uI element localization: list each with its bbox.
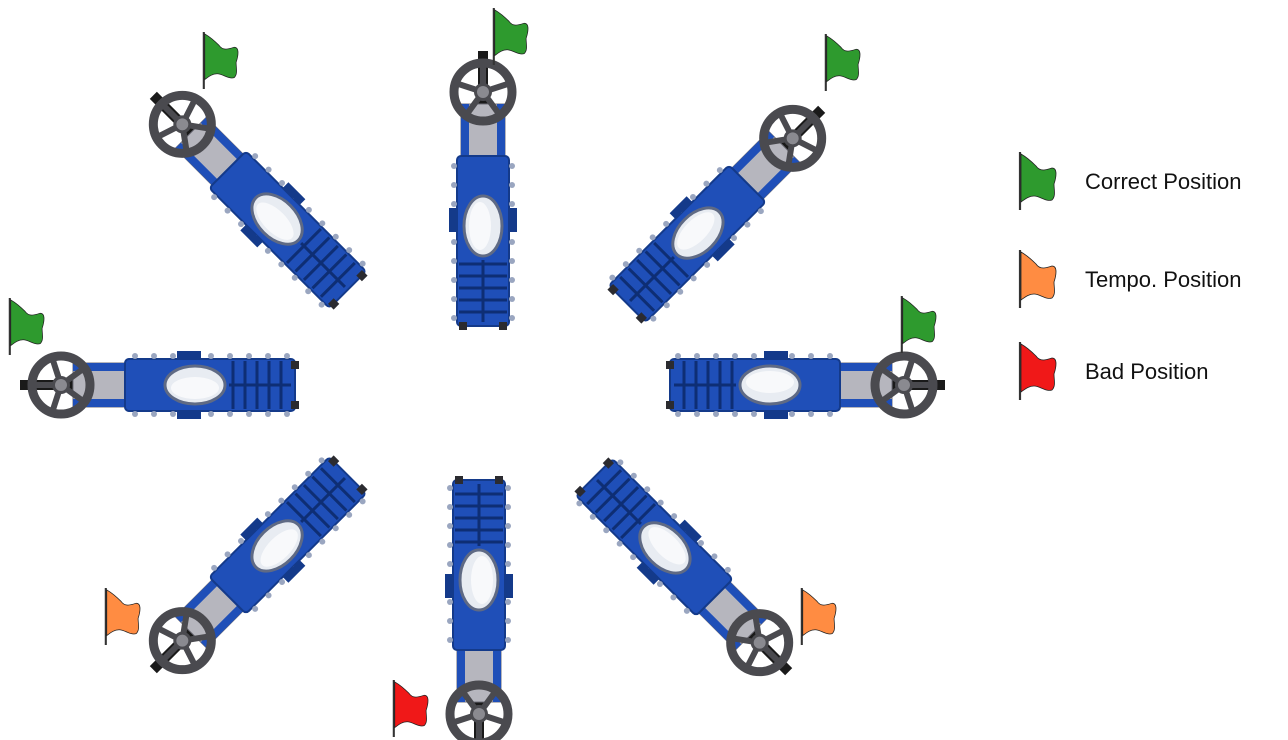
legend-label-correct: Correct Position: [1085, 169, 1242, 195]
legend-item-bad: Bad Position: [1010, 340, 1288, 400]
green-flag-icon: [826, 34, 860, 91]
knife-gate-valve-stem-up-right: [600, 85, 845, 330]
red-flag-icon-shape: [1020, 342, 1056, 400]
legend-label-tempo: Tempo. Position: [1085, 267, 1242, 293]
red-flag-icon: [1010, 340, 1066, 400]
knife-gate-valve-stem-up: [449, 51, 517, 330]
green-flag-icon: [10, 298, 44, 355]
red-flag-icon: [394, 680, 428, 737]
green-flag-icon: [494, 8, 528, 65]
knife-gate-valve-stem-down-right: [567, 450, 812, 695]
orange-flag-icon-shape: [1020, 250, 1056, 308]
knife-gate-valve-stem-up-left: [129, 71, 374, 316]
green-flag-icon: [204, 32, 238, 89]
knife-gate-valve-stem-right: [666, 351, 945, 419]
green-flag-icon-shape: [1020, 152, 1056, 210]
green-flag-icon: [1010, 150, 1066, 210]
knife-gate-valve-stem-down: [445, 476, 513, 740]
orange-flag-icon: [1010, 248, 1066, 308]
knife-gate-valve-stem-down-left: [129, 448, 374, 693]
legend-label-bad: Bad Position: [1085, 359, 1209, 385]
legend-item-tempo: Tempo. Position: [1010, 248, 1288, 308]
orange-flag-icon: [106, 588, 140, 645]
valves: [20, 51, 945, 740]
orange-flag-icon: [802, 588, 836, 645]
green-flag-icon: [902, 296, 936, 353]
knife-gate-valve-stem-left: [20, 351, 299, 419]
legend-item-correct: Correct Position: [1010, 150, 1288, 210]
